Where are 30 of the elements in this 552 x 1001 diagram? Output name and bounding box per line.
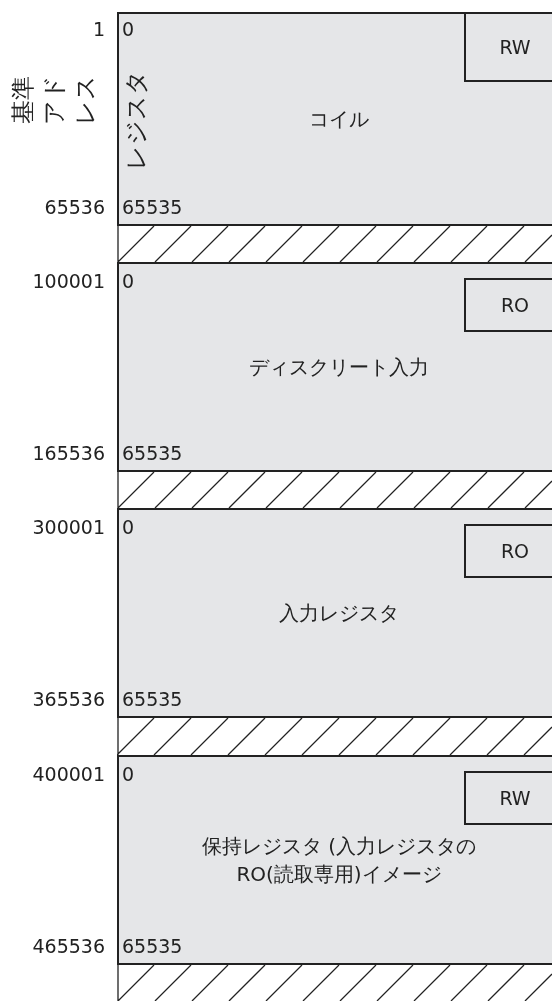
access-box: RO xyxy=(464,524,552,578)
register-name: ディスクリート入力 xyxy=(248,354,430,381)
register-block xyxy=(117,262,552,472)
address-number: 100001 xyxy=(32,272,105,291)
address-number: 1 xyxy=(92,20,105,39)
register-name: 入力レジスタ xyxy=(278,600,400,627)
address-number: 465536 xyxy=(32,937,105,956)
register-block xyxy=(117,12,552,226)
register-number: 65535 xyxy=(122,198,183,217)
register-number: 65535 xyxy=(122,937,183,956)
register-number: 0 xyxy=(122,272,135,291)
axis-heading: 基準アドレス xyxy=(8,74,101,127)
access-box: RW xyxy=(464,771,552,825)
address-number: 400001 xyxy=(32,765,105,784)
address-number: 65536 xyxy=(44,198,105,217)
access-box: RW xyxy=(464,12,552,82)
register-name: コイル xyxy=(308,106,370,133)
register-block xyxy=(117,508,552,718)
access-box: RO xyxy=(464,278,552,332)
address-number: 165536 xyxy=(32,444,105,463)
register-number: 0 xyxy=(122,765,135,784)
address-number: 300001 xyxy=(32,518,105,537)
register-block xyxy=(117,755,552,965)
address-number: 365536 xyxy=(32,690,105,709)
register-number: 0 xyxy=(122,20,135,39)
register-number: 65535 xyxy=(122,690,183,709)
axis-heading: レジスタ xyxy=(121,69,152,172)
register-number: 65535 xyxy=(122,444,183,463)
register-number: 0 xyxy=(122,518,135,537)
register-name: 保持レジスタ (入力レジスタのRO(読取専用)イメージ xyxy=(200,833,478,888)
